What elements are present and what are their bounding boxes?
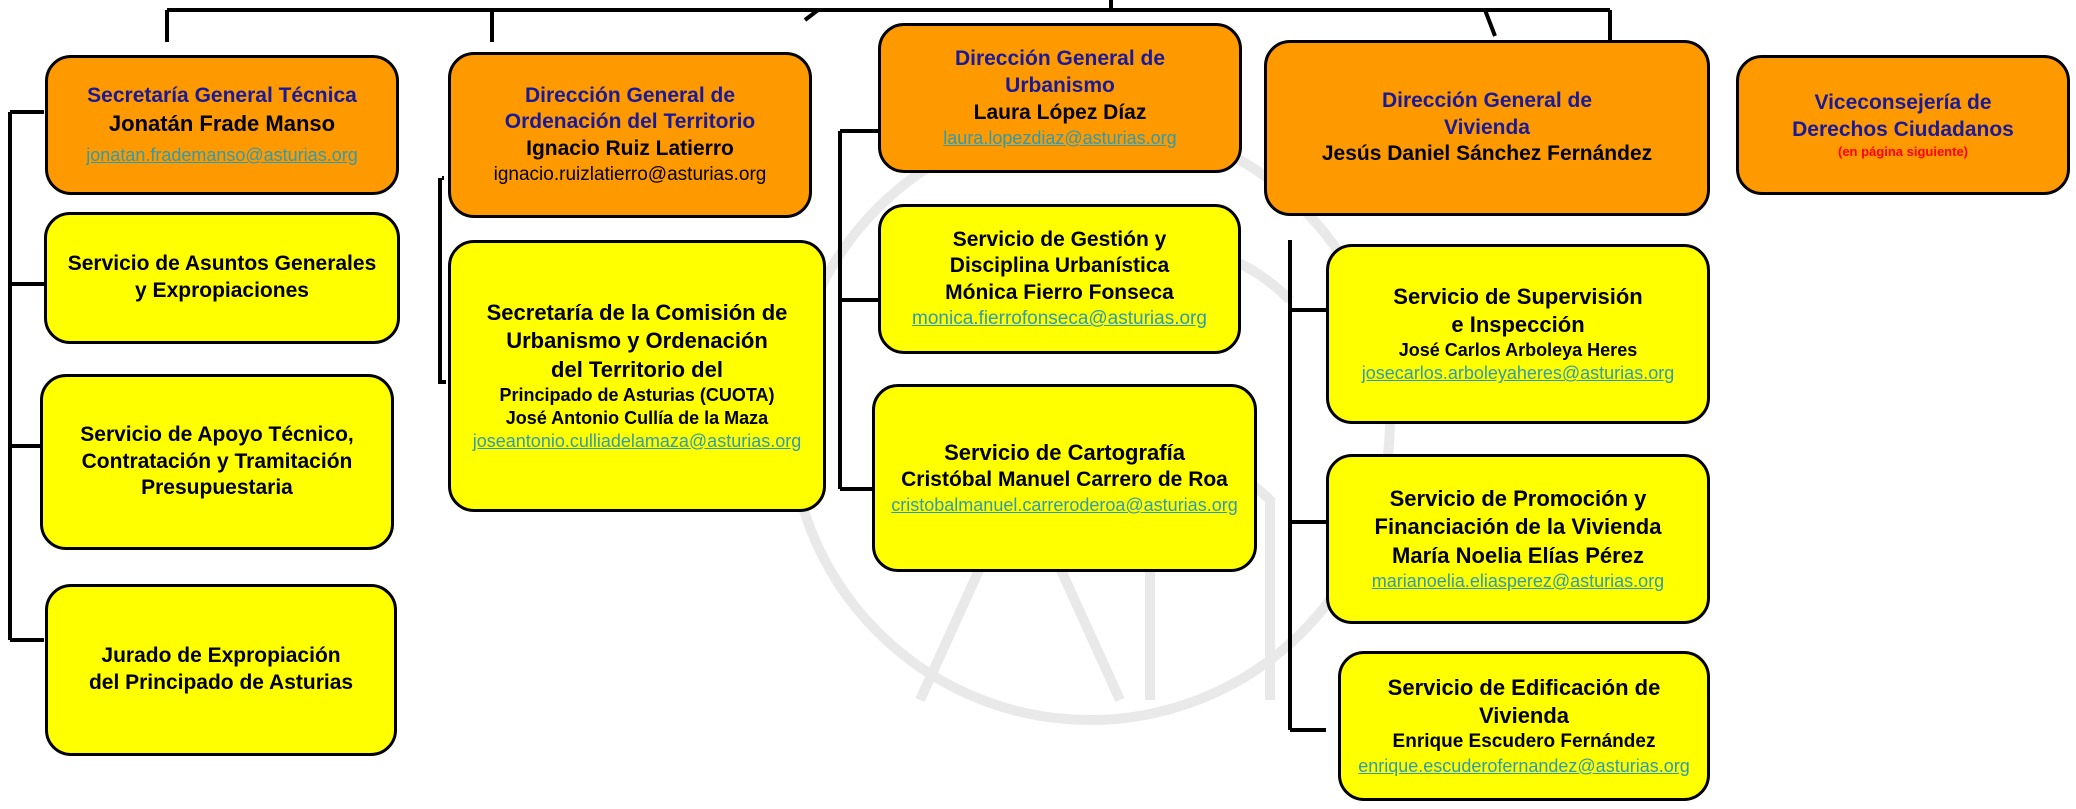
email-link[interactable]: enrique.escuderofernandez@asturias.org [1358, 755, 1690, 776]
box-person: José Antonio Cullía de la Maza [505, 407, 769, 428]
box-line: Secretaría de la Comisión de [486, 300, 788, 326]
email-link[interactable]: marianoelia.eliasperez@asturias.org [1371, 570, 1665, 591]
org-box-viceconsejeria-derechos: Viceconsejería de Derechos Ciudadanos (e… [1736, 55, 2070, 195]
box-person: Laura López Díaz [973, 100, 1147, 124]
box-line: Servicio de Apoyo Técnico, [80, 422, 354, 446]
box-person: María Noelia Elías Pérez [1392, 542, 1644, 568]
org-box-servicio-cartografia: Servicio de Cartografía Cristóbal Manuel… [872, 384, 1257, 572]
box-person: Enrique Escudero Fernández [1392, 731, 1656, 753]
email-link[interactable]: monica.fierrofonseca@asturias.org [912, 308, 1207, 330]
box-title: Urbanismo [1005, 74, 1115, 98]
email-link[interactable]: laura.lopezdiaz@asturias.org [943, 127, 1177, 148]
box-line: Financiación de la Vivienda [1374, 514, 1662, 540]
box-person: Mónica Fierro Fonseca [945, 281, 1174, 305]
box-title: Viceconsejería de [1814, 90, 1992, 114]
box-line: Contratación y Tramitación [81, 449, 353, 473]
org-box-servicio-gestion-disciplina: Servicio de Gestión y Disciplina Urbanís… [878, 204, 1241, 354]
box-person: Ignacio Ruiz Latierro [526, 137, 734, 161]
org-box-servicio-asuntos-generales: Servicio de Asuntos Generales y Expropia… [44, 212, 400, 344]
box-line: Servicio de Gestión y [952, 227, 1167, 251]
box-line: Servicio de Promoción y [1389, 486, 1647, 512]
box-email: ignacio.ruizlatierro@asturias.org [493, 164, 767, 186]
box-title: Secretaría General Técnica [87, 83, 357, 107]
box-line: del Territorio del [551, 356, 723, 382]
box-person: Cristóbal Manuel Carrero de Roa [901, 468, 1228, 492]
box-line: Presupuestaria [141, 476, 293, 500]
email-link[interactable]: joseantonio.culliadelamaza@asturias.org [472, 430, 802, 451]
box-line: del Principado de Asturias [88, 671, 354, 694]
box-line: Principado de Asturias (CUOTA) [499, 384, 775, 405]
org-box-jurado-expropiacion: Jurado de Expropiación del Principado de… [45, 584, 397, 756]
box-title: Ordenación del Territorio [504, 110, 756, 134]
box-title: Vivienda [1444, 115, 1530, 139]
email-link[interactable]: cristobalmanuel.carreroderoa@asturias.or… [891, 495, 1238, 515]
box-line: Disciplina Urbanística [949, 254, 1170, 278]
box-line: Jurado de Expropiación [101, 644, 341, 668]
box-title: Dirección General de [1381, 88, 1593, 112]
box-line: Vivienda [1478, 703, 1570, 729]
box-title: Dirección General de [524, 83, 736, 107]
email-link[interactable]: jonatan.frademanso@asturias.org [86, 145, 358, 165]
org-box-dg-ordenacion-territorio: Dirección General de Ordenación del Terr… [448, 52, 812, 218]
org-box-dg-vivienda: Dirección General de Vivienda Jesús Dani… [1264, 40, 1710, 216]
box-title: Derechos Ciudadanos [1792, 117, 2014, 141]
box-line: Servicio de Cartografía [944, 439, 1185, 465]
box-line: Urbanismo y Ordenación [506, 328, 768, 354]
org-box-servicio-promocion: Servicio de Promoción y Financiación de … [1326, 454, 1710, 624]
org-box-servicio-apoyo-tecnico: Servicio de Apoyo Técnico, Contratación … [40, 374, 394, 550]
org-box-servicio-edificacion: Servicio de Edificación de Vivienda Enri… [1338, 651, 1710, 801]
box-line: Servicio de Edificación de [1387, 675, 1661, 701]
box-line: Servicio de Asuntos Generales [67, 252, 377, 276]
org-box-secretaria-general-tecnica: Secretaría General Técnica Jonatán Frade… [45, 55, 399, 195]
org-box-dg-urbanismo: Dirección General de Urbanismo Laura Lóp… [878, 23, 1242, 173]
box-person: Jesús Daniel Sánchez Fernández [1321, 142, 1653, 166]
box-person: José Carlos Arboleya Heres [1398, 340, 1638, 361]
email-link[interactable]: josecarlos.arboleyaheres@asturias.org [1361, 363, 1675, 384]
box-line: y Expropiaciones [135, 279, 309, 302]
box-title: Dirección General de [954, 47, 1166, 71]
org-box-secretaria-cuota: Secretaría de la Comisión de Urbanismo y… [448, 240, 826, 512]
box-note: (en página siguiente) [1837, 143, 1968, 159]
org-box-servicio-supervision: Servicio de Supervisión e Inspección Jos… [1326, 244, 1710, 424]
box-person: Jonatán Frade Manso [108, 110, 336, 136]
box-line: Servicio de Supervisión [1393, 283, 1643, 309]
box-line: e Inspección [1451, 311, 1585, 337]
